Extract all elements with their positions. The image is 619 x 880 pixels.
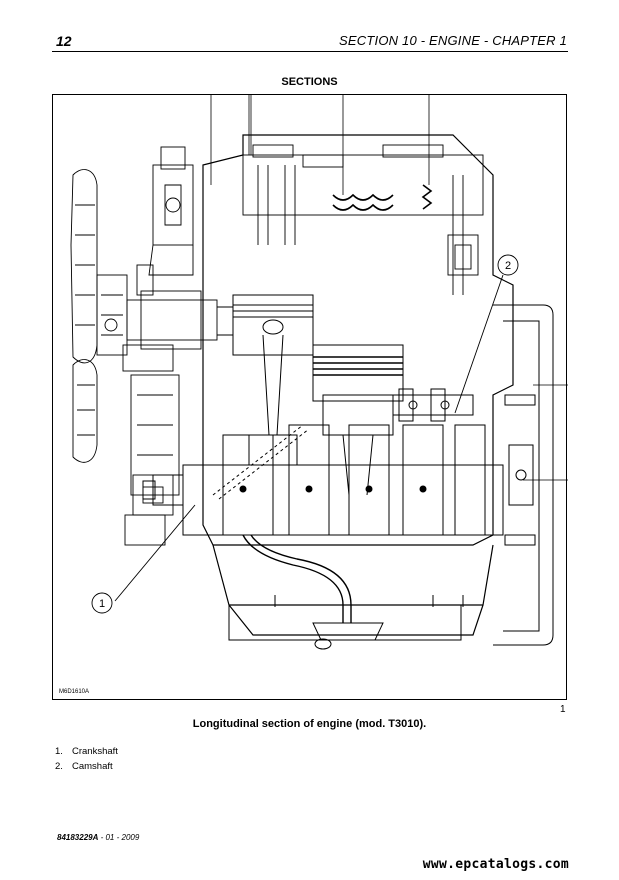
figure-number: 1 [560, 704, 566, 715]
watermark-link[interactable]: www.epcatalogs.com [422, 857, 569, 872]
document-date: - 01 - 2009 [98, 833, 140, 842]
legend-item-number: 2. [55, 761, 63, 772]
camshaft [392, 388, 474, 422]
callout-2-leader [454, 254, 519, 414]
engine-longitudinal-section-drawing: 1 2 [70, 95, 568, 650]
figure-caption: Longitudinal section of engine (mod. T30… [192, 718, 427, 730]
engine-section-figure: 1 2 M6D1610A [52, 94, 568, 700]
legend-item: 1. Crankshaft [55, 744, 118, 759]
header-rule [52, 51, 568, 52]
legend-item-label: Crankshaft [72, 746, 118, 757]
document-code: 84183229A - 01 - 2009 [57, 833, 139, 842]
callout-1-leader [91, 504, 196, 614]
page-number: 12 [56, 33, 72, 49]
callout-1-label: 1 [99, 598, 105, 610]
thermostat-housing [136, 146, 194, 296]
front-pulley [122, 290, 234, 546]
cylinder-head [242, 144, 484, 295]
figure-code: M6D1610A [59, 689, 90, 695]
cooling-fan [70, 169, 128, 463]
oil-sump [228, 534, 464, 650]
document-number: 84183229A [57, 833, 99, 842]
flywheel-housing [493, 304, 554, 646]
callout-2-label: 2 [505, 260, 511, 272]
legend-item-label: Camshaft [72, 761, 113, 772]
engine-block [202, 134, 514, 636]
figure-legend: 1. Crankshaft 2. Camshaft [55, 744, 118, 774]
section-reference-lines [210, 95, 568, 481]
sections-heading: SECTIONS [281, 76, 338, 88]
legend-item: 2. Camshaft [55, 759, 118, 774]
crankshaft [142, 424, 504, 536]
legend-item-number: 1. [55, 746, 63, 757]
section-header: SECTION 10 - ENGINE - CHAPTER 1 [339, 33, 567, 48]
